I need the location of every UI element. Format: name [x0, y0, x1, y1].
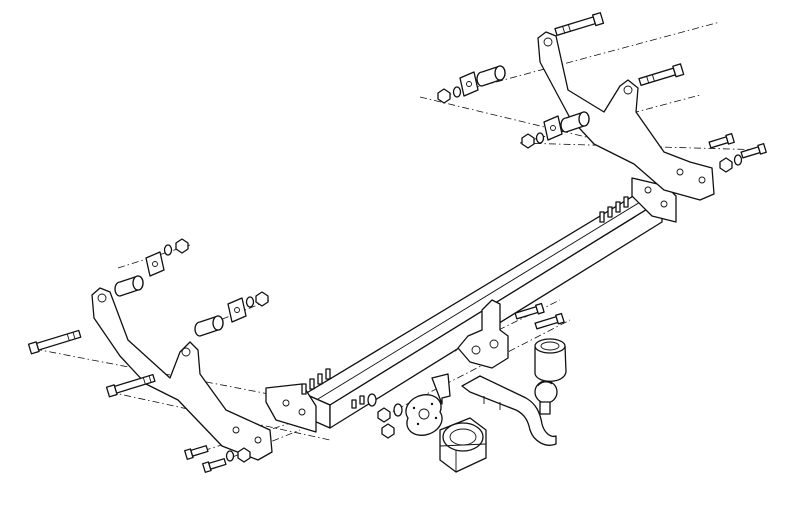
right-side-bracket	[537, 31, 715, 201]
washers	[163, 86, 743, 462]
electrical-socket	[439, 417, 487, 473]
main-crossbar	[265, 177, 677, 433]
bolts	[27, 12, 767, 473]
nuts	[175, 88, 733, 463]
square-plates	[145, 71, 563, 323]
ball-cover	[534, 338, 567, 382]
assembly-axes	[34, 21, 766, 469]
tow-ball-neck	[461, 375, 558, 446]
left-side-bracket	[91, 287, 273, 461]
socket-plate	[405, 373, 451, 436]
spacer-tubes	[114, 65, 590, 337]
